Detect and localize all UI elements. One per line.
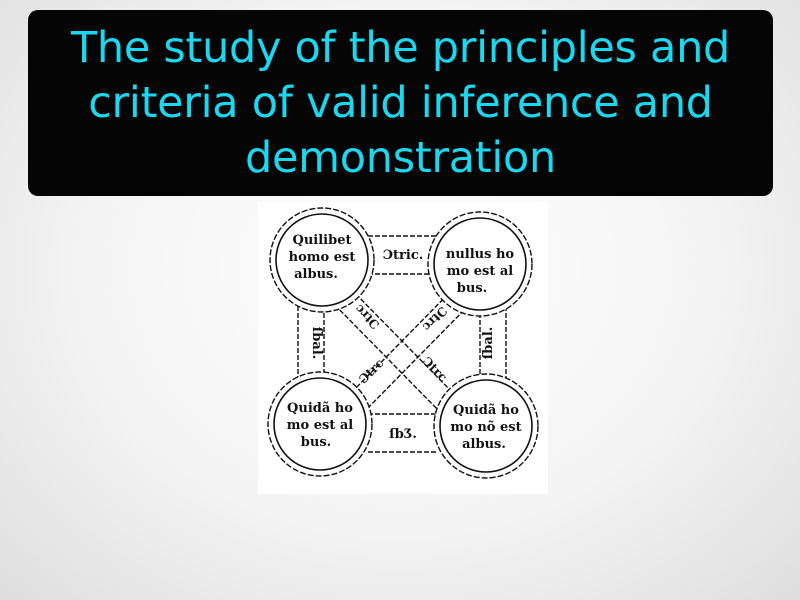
relation-bottom-label: ſbƷ.	[389, 427, 417, 442]
definition-banner: The study of the principles and criteria…	[28, 10, 773, 196]
top-right-line-1: nullus ho	[446, 247, 515, 262]
bottom-right-line-1: Quidã ho	[453, 403, 519, 418]
circle-bottom-right-inner	[439, 379, 533, 473]
relation-left-label: ſbal.	[309, 327, 324, 360]
bottom-right-line-2: mo nõ est	[450, 420, 521, 435]
diagonal-bands	[329, 283, 475, 415]
square-of-opposition-woodcut: Quilibet homo est albus. nullus ho mo es…	[258, 202, 548, 494]
corner-circles	[267, 207, 539, 479]
top-right-line-2: mo est al	[447, 264, 513, 279]
top-left-line-3: albus.	[294, 267, 338, 282]
circle-top-right-inner	[433, 217, 527, 311]
bottom-left-line-1: Quidã ho	[287, 401, 353, 416]
top-left-line-1: Quilibet	[293, 233, 352, 248]
circle-bottom-left-inner	[273, 377, 367, 471]
definition-text: The study of the principles and criteria…	[70, 22, 731, 183]
vertical-bands	[297, 306, 507, 380]
bottom-left-line-2: mo est al	[287, 418, 353, 433]
horizontal-bands	[368, 235, 436, 453]
woodcut-svg: Quilibet homo est albus. nullus ho mo es…	[258, 202, 548, 494]
relation-right-label: ſbal.	[481, 327, 496, 360]
bottom-right-line-3: albus.	[462, 437, 506, 452]
bottom-left-line-3: bus.	[301, 435, 331, 450]
relation-top-label: Ɔtric.	[383, 248, 424, 263]
circle-top-left-inner	[275, 213, 369, 307]
top-right-line-3: bus.	[457, 281, 487, 296]
top-left-line-2: homo est	[289, 250, 356, 265]
